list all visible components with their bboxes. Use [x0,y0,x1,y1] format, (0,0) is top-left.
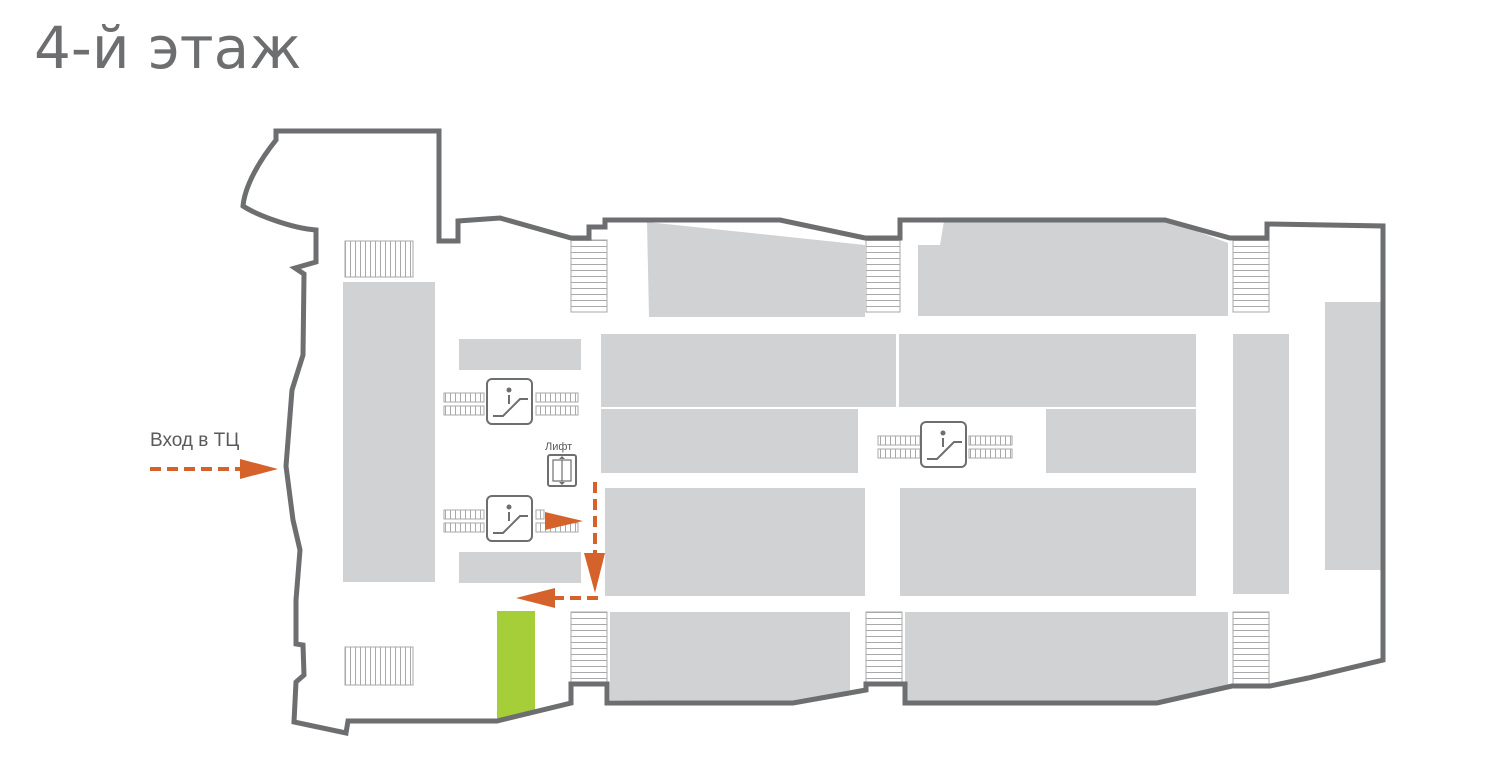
store-left-tall[interactable] [343,282,435,582]
store-mid-4[interactable] [1046,409,1196,473]
store-south-2[interactable] [905,612,1228,702]
stairs-north-2 [865,239,901,313]
store-mid-1[interactable] [601,334,896,407]
store-east-2[interactable] [1325,302,1381,570]
elevator-icon[interactable] [547,454,577,487]
store-highlighted[interactable] [497,611,535,719]
stairs [344,239,1270,686]
stairs-north-3 [1232,239,1270,313]
stairs-left-bottom [344,646,414,686]
store-top-b[interactable] [459,552,581,583]
store-north-1[interactable] [647,222,865,317]
lift-label: Лифт [545,441,572,453]
store-mid-6[interactable] [900,488,1196,596]
stores [343,221,1381,719]
escalator-icon[interactable] [486,378,533,425]
stairs-left-top [344,240,414,278]
escalator-icon[interactable] [486,495,533,542]
stairs-south-1 [570,611,608,685]
route-path [516,482,605,608]
store-mid-3[interactable] [601,409,858,473]
floor-title: 4-й этаж [34,14,302,82]
store-south-1[interactable] [610,612,850,702]
stairs-north-1 [570,239,608,313]
store-north-2[interactable] [918,221,1228,316]
store-mid-2[interactable] [899,334,1196,407]
escalator-icon[interactable] [920,421,967,468]
building-outline [240,128,1386,736]
stairs-south-3 [1232,611,1270,685]
entrance-label: Вход в ТЦ [150,430,239,451]
entrance-arrow [150,459,278,479]
store-east-1[interactable] [1233,334,1289,594]
store-mid-5[interactable] [605,488,865,596]
stairs-south-2 [865,611,903,685]
store-top-a[interactable] [459,339,581,370]
